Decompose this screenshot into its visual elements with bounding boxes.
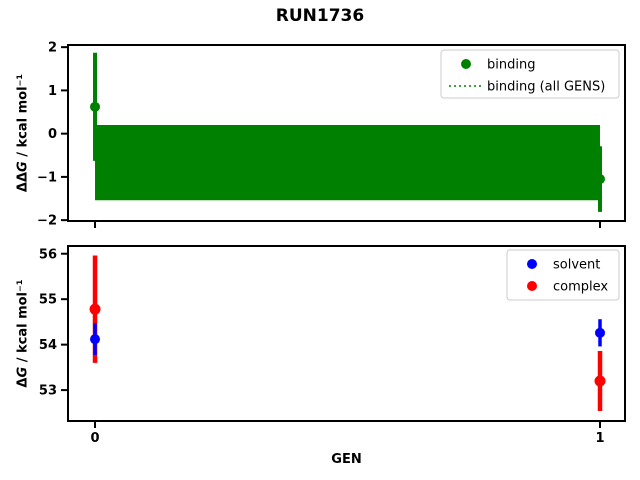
y-tick-label: 1 [48, 84, 57, 99]
legend: solvent complex [506, 249, 620, 301]
y-tick-label: −1 [37, 170, 57, 185]
data-point-complex [594, 375, 606, 387]
legend-marker-solvent [527, 259, 537, 269]
data-point-solvent [90, 334, 101, 345]
figure-title: RUN1736 [275, 6, 365, 26]
y-tick-label: 56 [39, 247, 57, 262]
legend: binding binding (all GENS) [440, 49, 620, 99]
uncertainty-band [95, 125, 601, 201]
y-tick-label: −2 [37, 214, 57, 229]
legend-label: binding (all GENS) [487, 80, 605, 95]
x-axis-label: GEN [331, 452, 361, 467]
legend-box [440, 49, 620, 99]
x-tick-label: 1 [595, 431, 604, 446]
x-tick-label: 0 [90, 431, 99, 446]
y-axis-label: ΔG / kcal mol⁻¹ [16, 279, 31, 387]
y-axis-label: ΔΔG / kcal mol⁻¹ [16, 74, 31, 192]
legend-marker-complex [527, 281, 537, 291]
data-point-solvent [595, 327, 606, 338]
subplot-ddg: 2 1 0 −1 −2 ΔΔG / kcal mol⁻¹ binding binding (a… [16, 41, 626, 229]
data-point-binding [595, 174, 606, 185]
axes-frame [67, 44, 626, 222]
data-point-binding [90, 101, 101, 112]
legend-label: solvent [553, 258, 600, 273]
y-tick-label: 55 [39, 293, 57, 308]
legend-label: complex [553, 280, 608, 295]
subplot-dg: 56 55 54 53 0 1 ΔG / kcal mol⁻¹ GEN solvent compl… [16, 245, 626, 467]
y-tick-label: 54 [39, 338, 57, 353]
y-tick-label: 0 [48, 127, 57, 142]
y-tick-label: 2 [48, 41, 57, 56]
y-tick-label: 53 [39, 384, 57, 399]
legend-marker-binding [461, 59, 471, 69]
data-point-complex [89, 303, 101, 315]
axes-frame [67, 245, 626, 422]
legend-label: binding [487, 58, 535, 73]
